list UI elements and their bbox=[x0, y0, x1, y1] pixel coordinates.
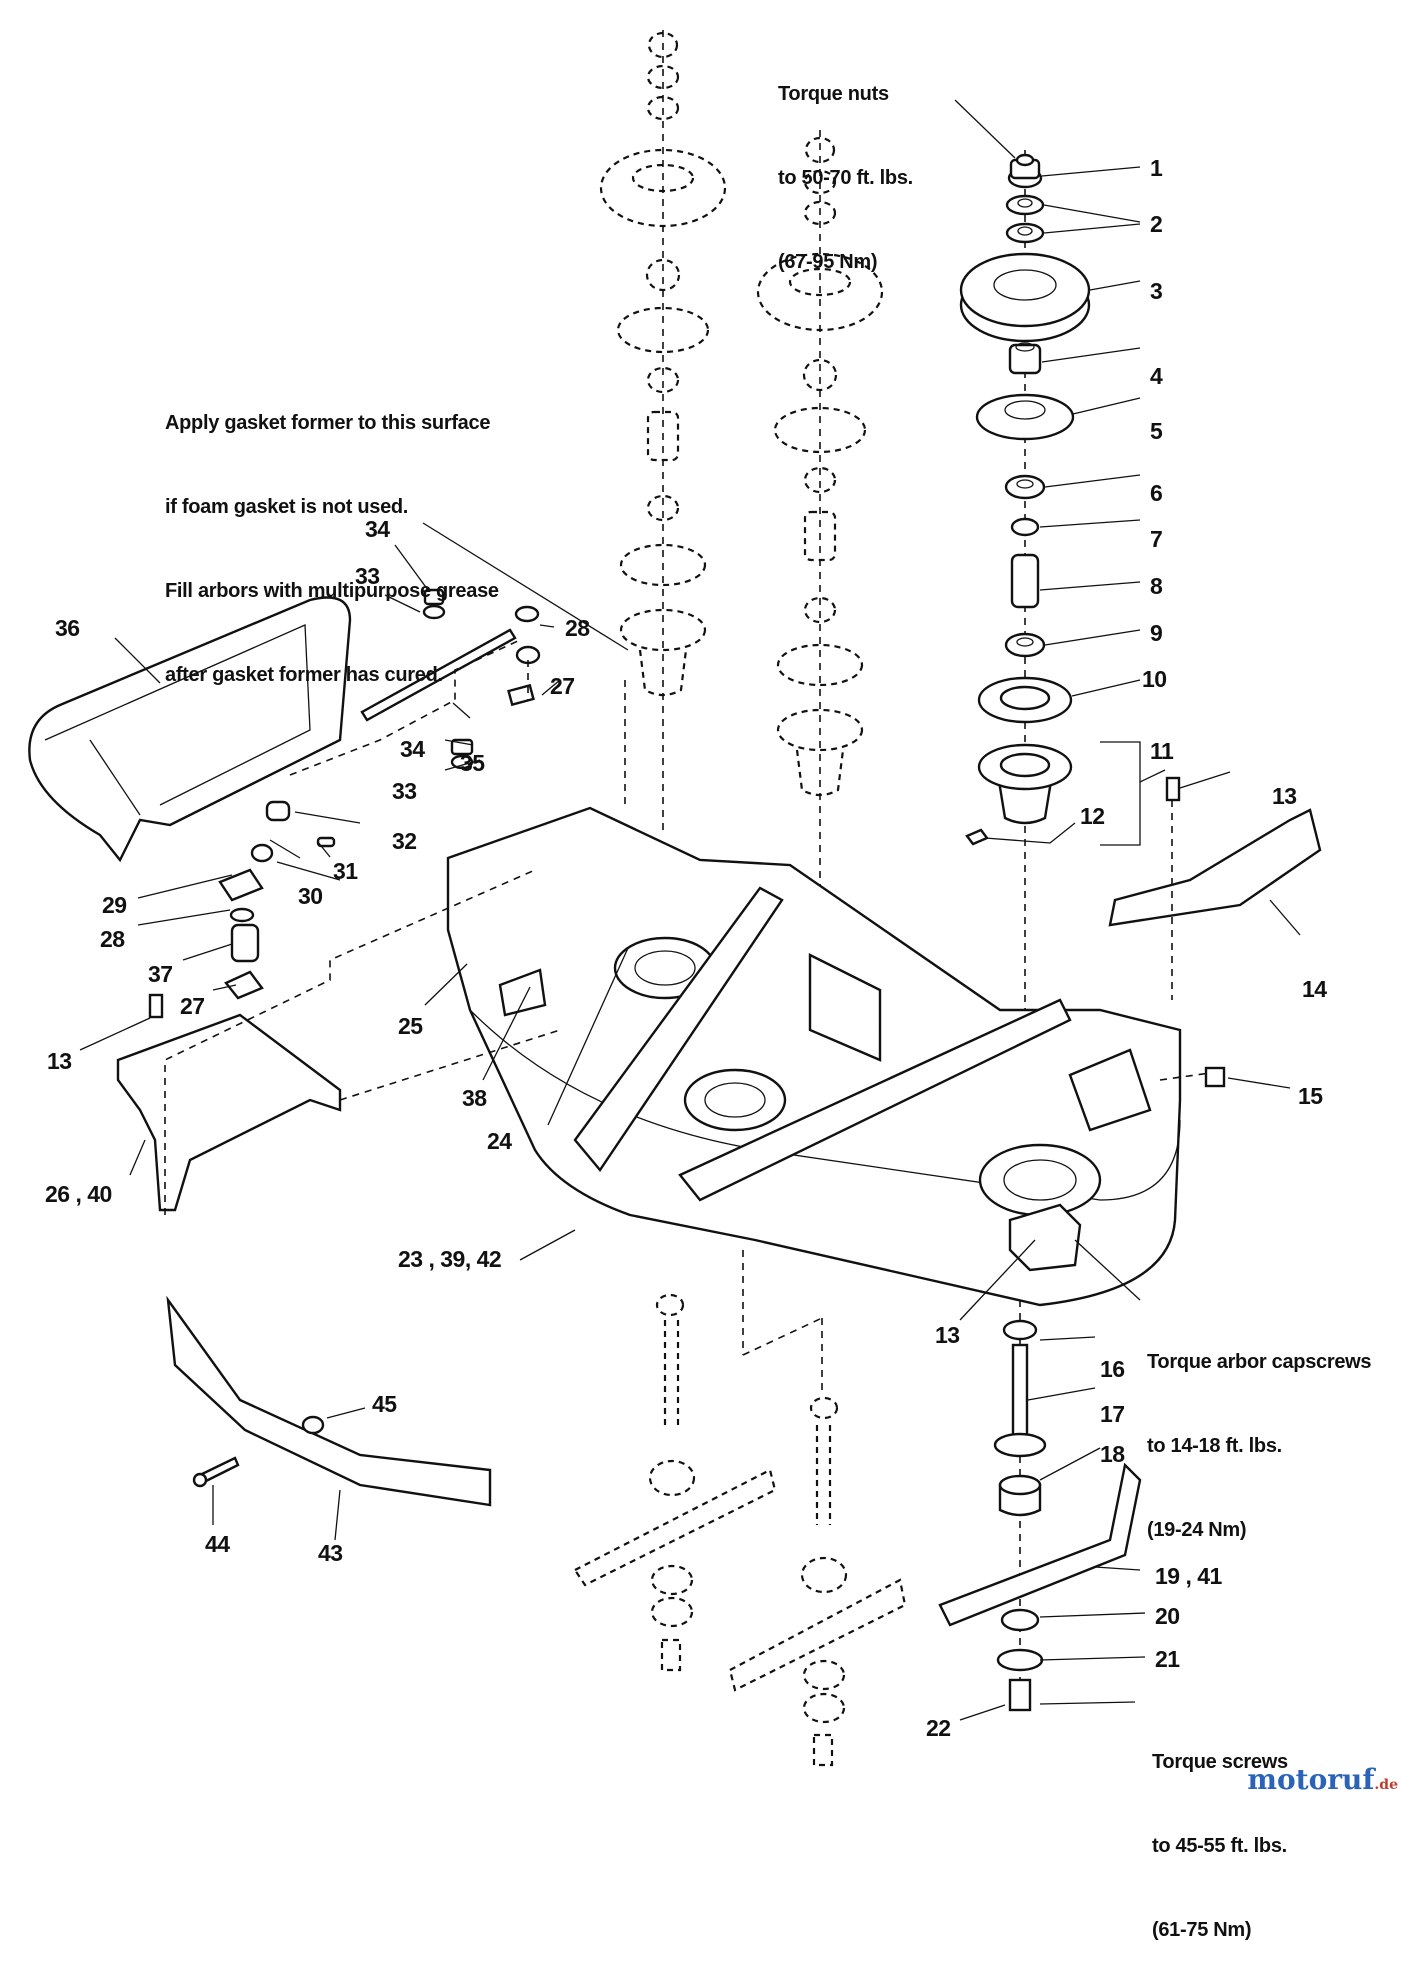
leader-lines bbox=[79, 99, 1301, 1721]
callout-28-bottom: 28 bbox=[100, 926, 125, 952]
arbor-stack bbox=[959, 150, 1141, 1040]
note-line: to 50-70 ft. lbs. bbox=[778, 167, 913, 189]
callout-6: 6 bbox=[1150, 480, 1163, 506]
note-line: if foam gasket is not used. bbox=[165, 496, 409, 518]
callout-28-top: 28 bbox=[565, 615, 590, 641]
exploded-diagram bbox=[28, 30, 1322, 1767]
callout-30: 30 bbox=[298, 883, 323, 909]
callout-38: 38 bbox=[462, 1085, 487, 1111]
callout-23-39-42: 23 , 39, 42 bbox=[398, 1246, 502, 1272]
callout-31: 31 bbox=[333, 858, 358, 884]
callout-7: 7 bbox=[1150, 526, 1163, 552]
note-line: Apply gasket former to this surface bbox=[165, 412, 491, 434]
callout-21: 21 bbox=[1155, 1646, 1180, 1672]
callout-26-40: 26 , 40 bbox=[45, 1181, 112, 1207]
callout-15: 15 bbox=[1298, 1083, 1323, 1109]
alignment-lines bbox=[164, 639, 1211, 1215]
callout-34-bottom: 34 bbox=[400, 736, 425, 762]
callout-27-top: 27 bbox=[550, 673, 575, 699]
chute-bracket bbox=[116, 1013, 342, 1212]
note-line: (67-95 Nm) bbox=[778, 251, 878, 273]
callout-43: 43 bbox=[318, 1540, 343, 1566]
chute-rod bbox=[360, 628, 517, 722]
note-line: (61-75 Nm) bbox=[1152, 1919, 1252, 1941]
torque-nuts-note: Torque nuts to 50-70 ft. lbs. (67-95 Nm) bbox=[778, 24, 913, 304]
callout-14: 14 bbox=[1302, 976, 1327, 1002]
ghost-stack-left bbox=[599, 30, 727, 830]
callout-34-top: 34 bbox=[365, 516, 390, 542]
callout-13-deck: 13 bbox=[935, 1322, 960, 1348]
callout-2: 2 bbox=[1150, 211, 1163, 237]
callout-19-41: 19 , 41 bbox=[1155, 1563, 1222, 1589]
watermark: motoruf.de bbox=[1247, 1763, 1398, 1796]
capscrew-13-right bbox=[1165, 776, 1181, 802]
callout-25: 25 bbox=[398, 1013, 423, 1039]
callout-24: 24 bbox=[487, 1128, 512, 1154]
callout-9: 9 bbox=[1150, 620, 1163, 646]
pulley-part bbox=[959, 252, 1091, 343]
note-line: to 14-18 ft. lbs. bbox=[1147, 1435, 1282, 1457]
callout-29: 29 bbox=[102, 892, 127, 918]
callout-33-bottom: 33 bbox=[392, 778, 417, 804]
torque-screws-note: Torque screws to 45-55 ft. lbs. (61-75 N… bbox=[1152, 1692, 1288, 1972]
callout-44: 44 bbox=[205, 1531, 230, 1557]
callout-18: 18 bbox=[1100, 1441, 1125, 1467]
spindle-stack bbox=[938, 1300, 1142, 1712]
callout-17: 17 bbox=[1100, 1401, 1125, 1427]
callout-37: 37 bbox=[148, 961, 173, 987]
belt-shield bbox=[1108, 808, 1322, 927]
callout-3: 3 bbox=[1150, 278, 1163, 304]
callout-35: 35 bbox=[460, 750, 485, 776]
callout-22: 22 bbox=[926, 1715, 951, 1741]
note-line: Torque screws bbox=[1152, 1751, 1288, 1773]
arbor-capscrews-note: Torque arbor capscrews to 14-18 ft. lbs.… bbox=[1147, 1292, 1372, 1572]
note-line: (19-24 Nm) bbox=[1147, 1519, 1247, 1541]
callout-33-top: 33 bbox=[355, 563, 380, 589]
callout-1: 1 bbox=[1150, 155, 1163, 181]
note-line: to 45-55 ft. lbs. bbox=[1152, 1835, 1287, 1857]
callout-8: 8 bbox=[1150, 573, 1163, 599]
callout-13-right: 13 bbox=[1272, 783, 1297, 809]
callout-20: 20 bbox=[1155, 1603, 1180, 1629]
watermark-text: motoruf bbox=[1247, 1763, 1375, 1796]
discharge-chute bbox=[28, 596, 352, 863]
mower-deck bbox=[446, 806, 1182, 1307]
note-line: Torque nuts bbox=[778, 83, 889, 105]
callout-10: 10 bbox=[1142, 666, 1167, 692]
baffle bbox=[166, 1295, 492, 1507]
note-line: Fill arbors with multipurpose grease bbox=[165, 580, 499, 602]
watermark-suffix: .de bbox=[1374, 1777, 1398, 1793]
callout-5: 5 bbox=[1150, 418, 1163, 444]
callout-16: 16 bbox=[1100, 1356, 1125, 1382]
callout-27-bottom: 27 bbox=[180, 993, 205, 1019]
callout-12: 12 bbox=[1080, 803, 1105, 829]
callout-11: 11 bbox=[1150, 738, 1174, 764]
gasket-note: Apply gasket former to this surface if f… bbox=[165, 353, 499, 717]
note-line: Torque arbor capscrews bbox=[1147, 1351, 1372, 1373]
callout-45: 45 bbox=[372, 1391, 397, 1417]
callout-4: 4 bbox=[1150, 363, 1163, 389]
callout-32: 32 bbox=[392, 828, 417, 854]
callout-36: 36 bbox=[55, 615, 80, 641]
note-line: after gasket former has cured. bbox=[165, 664, 443, 686]
flange-nut-part bbox=[1007, 153, 1043, 189]
ghost-stack-right bbox=[756, 130, 884, 1060]
callout-13-left: 13 bbox=[47, 1048, 72, 1074]
ghost-spindles bbox=[573, 1250, 907, 1767]
